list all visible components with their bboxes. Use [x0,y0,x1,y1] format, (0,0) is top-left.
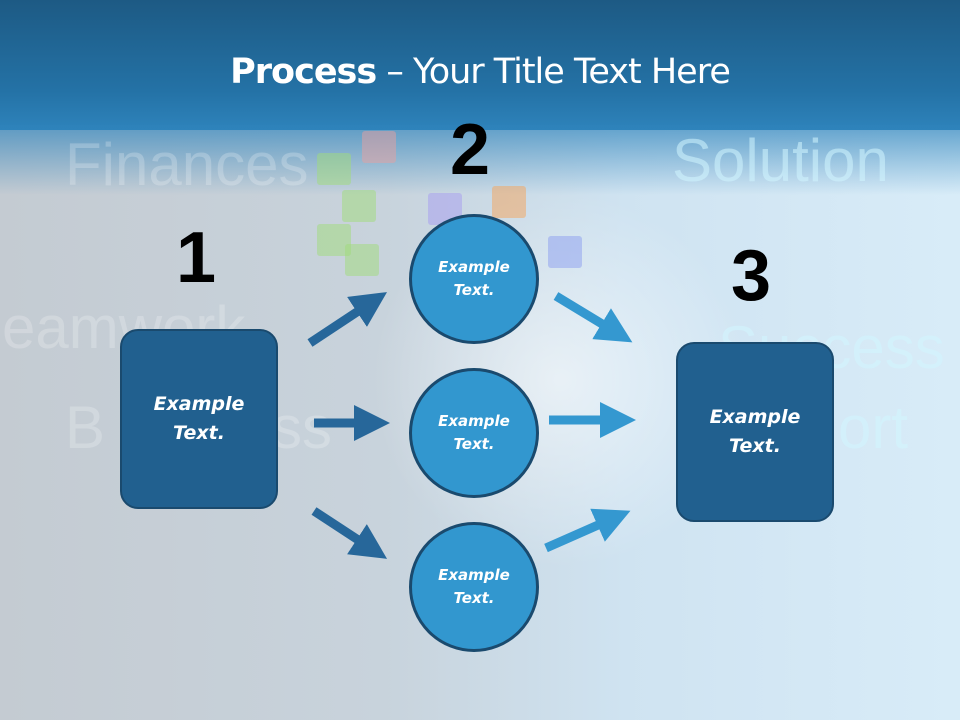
circle-text-line1: Example [438,566,510,584]
circle-text-line1: Example [438,258,510,276]
cart-tile-icon [492,186,526,218]
bg-word-solution: Solution [672,127,889,194]
title-bar [0,0,960,130]
arrow-2a-to-3 [553,292,633,343]
step-number-1: 1 [176,218,217,298]
mail-tile-icon [342,190,376,222]
mail-tile-icon [317,153,351,185]
bg-word-business-a: B [65,394,106,461]
step-3-text-line1: Example [709,406,801,428]
step-number-3: 3 [731,236,772,316]
mail-tile-icon [345,244,379,276]
contact-tile-icon [548,236,582,268]
bg-word-support: ort [838,394,909,461]
arrow-1-to-2a [307,292,388,347]
step-1-text-line2: Text. [173,422,225,444]
step-number-2: 2 [450,110,491,190]
circle-text-line2: Text. [453,435,495,453]
circle-text-line2: Text. [453,589,495,607]
arrow-2c-to-3 [544,508,631,553]
step-1-text-line1: Example [153,393,245,415]
slide-title: Process – Your Title Text Here [230,52,731,92]
photo-tile-icon [362,131,396,163]
arrow-1-to-2c [311,507,388,559]
title-bar-fade [0,125,960,195]
step-3-text-line2: Text. [729,435,781,457]
circle-text-line2: Text. [453,281,495,299]
circle-text-line1: Example [438,412,510,430]
bg-word-finances: Finances [65,131,309,198]
